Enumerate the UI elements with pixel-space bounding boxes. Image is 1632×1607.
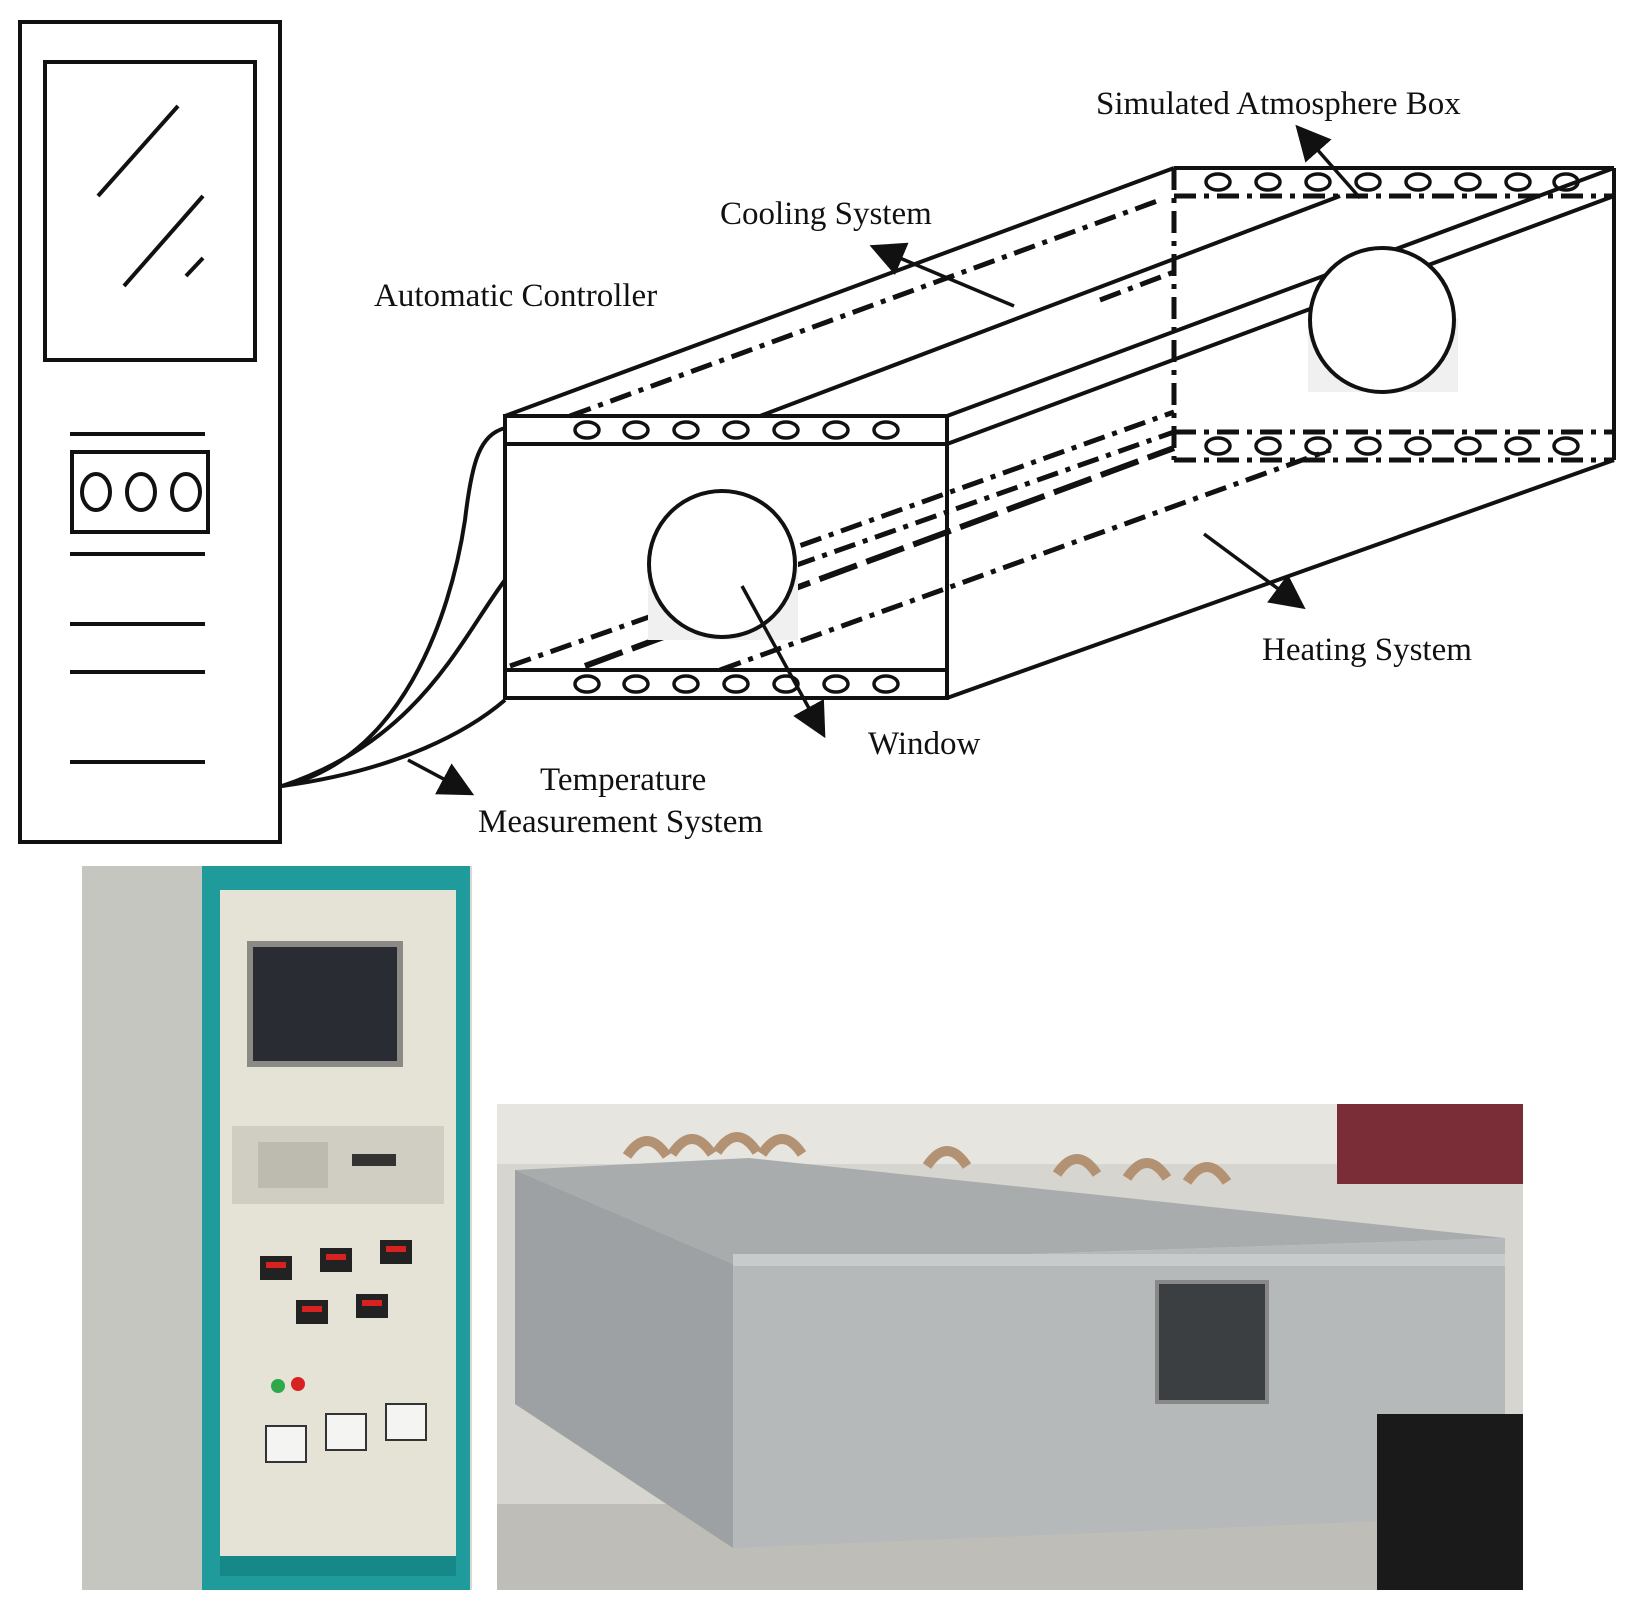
label-simulated-atmosphere-box: Simulated Atmosphere Box xyxy=(1096,86,1461,122)
cable-1 xyxy=(281,426,506,788)
box-front-bottom-band xyxy=(503,668,949,700)
controller-cabinet xyxy=(18,20,282,844)
controller-indicator-panel xyxy=(70,450,210,534)
atmosphere-box-photo xyxy=(497,1104,1523,1590)
label-window: Window xyxy=(868,726,980,762)
control-cabinet-photo xyxy=(82,866,472,1590)
label-automatic-controller: Automatic Controller xyxy=(374,278,657,314)
label-heating-system: Heating System xyxy=(1262,632,1472,668)
cable-2 xyxy=(281,578,507,788)
front-window xyxy=(647,489,797,639)
arrow-window xyxy=(740,585,826,739)
label-cooling-system: Cooling System xyxy=(720,196,932,232)
back-window xyxy=(1308,246,1456,394)
cable-3 xyxy=(281,698,507,788)
schematic-diagram: Simulated Atmosphere Box Cooling System … xyxy=(18,20,1616,844)
controller-screen xyxy=(43,60,257,362)
arrow-heating-system xyxy=(1202,532,1306,610)
label-measurement-system: Measurement System xyxy=(478,804,763,840)
arrow-cooling-system xyxy=(869,242,1015,308)
arrow-temperature xyxy=(407,758,475,796)
label-temperature: Temperature xyxy=(540,762,706,798)
arrow-atmosphere-box xyxy=(1295,124,1362,200)
box-front-top-band xyxy=(503,414,949,446)
